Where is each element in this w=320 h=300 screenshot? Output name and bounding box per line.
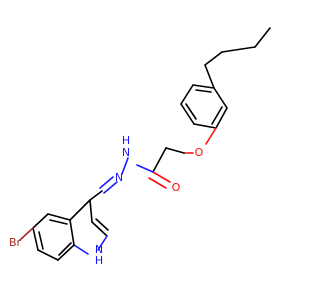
bond: [165, 147, 185, 154]
bond-n-n: [121, 157, 129, 175]
bond: [57, 244, 75, 261]
amide-nitrogen-label: N: [122, 146, 130, 159]
bromine-label: Br: [9, 236, 22, 249]
bond: [47, 213, 71, 221]
double-bond-inner: [185, 103, 197, 120]
bond: [193, 123, 217, 129]
bond-c-br: [19, 227, 34, 241]
indole-hydrogen-label: H: [95, 254, 103, 267]
double-bond-inner: [58, 242, 72, 256]
bond: [32, 227, 39, 251]
bond: [180, 103, 195, 125]
bond: [32, 213, 49, 229]
bond: [97, 235, 108, 251]
double-bond-inner: [49, 219, 68, 225]
bond: [152, 147, 167, 173]
bond: [215, 107, 228, 129]
double-bond-inner: [195, 89, 212, 93]
carbonyl-bond-2: [148, 177, 167, 189]
bond: [204, 51, 223, 66]
bond: [89, 190, 103, 201]
molecule-structure: O O N H N Br N H: [9, 27, 271, 267]
bond: [213, 87, 228, 109]
double-bond-inner: [38, 231, 44, 250]
imine-bond-2: [99, 176, 114, 189]
butyl-chain: [204, 27, 271, 89]
bond-c-o: [205, 127, 217, 145]
ether-oxygen-label: O: [195, 146, 204, 159]
bond: [69, 199, 91, 221]
bond: [91, 221, 108, 237]
bond: [89, 199, 93, 223]
imine-bond: [103, 181, 118, 194]
indole-nitrogen-label: N: [95, 243, 103, 256]
carbonyl-bond: [152, 171, 171, 183]
imine-nitrogen-label: N: [115, 171, 123, 184]
bond-c-n: [136, 164, 154, 173]
bond: [37, 249, 59, 261]
double-bond-inner: [211, 106, 223, 125]
carbonyl-oxygen-label: O: [172, 181, 181, 194]
indole-ring: [32, 199, 109, 261]
bond: [69, 219, 75, 246]
double-bond-inner: [95, 218, 109, 231]
bond: [221, 46, 256, 53]
bond: [204, 64, 215, 89]
bond: [254, 27, 271, 48]
bond: [192, 84, 215, 89]
phenyl-ring: [180, 84, 228, 129]
amide-hydrogen-label: H: [122, 134, 130, 147]
bond: [180, 84, 194, 105]
bond: [73, 244, 89, 255]
